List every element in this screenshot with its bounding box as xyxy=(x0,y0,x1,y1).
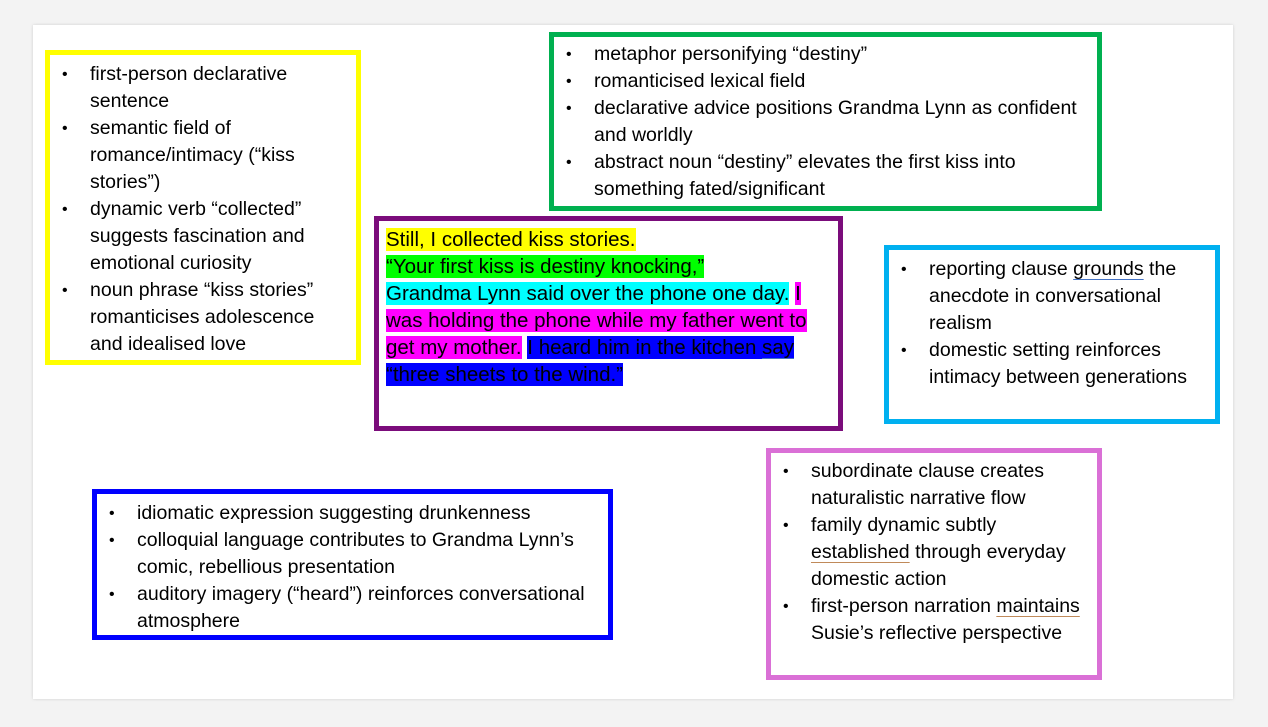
bullet-list: reporting clause grounds the anecdote in… xyxy=(889,256,1209,391)
bullet-text: reporting clause xyxy=(929,258,1074,280)
bullet-item: semantic field of romance/intimacy (“kis… xyxy=(50,115,350,196)
underlined-word: established xyxy=(811,541,910,563)
passage-sentence-5-start: I heard him in the kitchen xyxy=(527,336,763,359)
bullet-list: metaphor personifying “destiny” romantic… xyxy=(554,41,1091,203)
annotation-box-dark-blue: idiomatic expression suggesting drunkenn… xyxy=(92,489,613,640)
bullet-text: the anecdote in conversational realism xyxy=(929,258,1177,334)
underlined-word: grounds xyxy=(1073,258,1144,280)
bullet-item: romanticised lexical field xyxy=(554,68,1091,95)
annotation-box-light-blue: reporting clause grounds the anecdote in… xyxy=(884,245,1220,424)
bullet-item: metaphor personifying “destiny” xyxy=(554,41,1091,68)
bullet-text: first-person narration xyxy=(811,595,997,617)
passage-word-say: say xyxy=(762,336,794,359)
bullet-item: dynamic verb “collected” suggests fascin… xyxy=(50,196,350,277)
bullet-text: family dynamic subtly xyxy=(811,514,997,536)
underlined-word: maintains xyxy=(996,595,1080,617)
bullet-text: through everyday domestic action xyxy=(811,541,1066,590)
annotation-box-yellow: first-person declarative sentence semant… xyxy=(45,50,361,365)
passage-sentence-1: Still, I collected kiss stories. xyxy=(386,228,636,251)
bullet-item: first-person narration maintains Susie’s… xyxy=(771,593,1091,647)
bullet-item: first-person declarative sentence xyxy=(50,61,350,115)
bullet-list: first-person declarative sentence semant… xyxy=(50,61,350,358)
bullet-item: domestic setting reinforces intimacy bet… xyxy=(889,337,1209,391)
bullet-item: reporting clause grounds the anecdote in… xyxy=(889,256,1209,337)
bullet-item: family dynamic subtly established throug… xyxy=(771,512,1091,593)
bullet-item: declarative advice positions Grandma Lyn… xyxy=(554,95,1091,149)
bullet-text: Susie’s reflective perspective xyxy=(811,622,1063,644)
annotation-box-pink: subordinate clause creates naturalistic … xyxy=(766,448,1102,680)
bullet-item: colloquial language contributes to Grand… xyxy=(97,527,602,581)
bullet-item: noun phrase “kiss stories” romanticises … xyxy=(50,277,350,358)
source-passage-box: Still, I collected kiss stories. “Your f… xyxy=(374,216,843,431)
bullet-list: subordinate clause creates naturalistic … xyxy=(771,458,1091,647)
passage-sentence-2: “Your first kiss is destiny knocking,” xyxy=(386,255,705,278)
bullet-item: idiomatic expression suggesting drunkenn… xyxy=(97,500,602,527)
passage-sentence-5-end: “three sheets to the wind.” xyxy=(386,363,624,386)
passage-sentence-3: Grandma Lynn said over the phone one day… xyxy=(386,282,790,305)
bullet-item: subordinate clause creates naturalistic … xyxy=(771,458,1091,512)
annotation-box-green: metaphor personifying “destiny” romantic… xyxy=(549,32,1102,211)
bullet-list: idiomatic expression suggesting drunkenn… xyxy=(97,500,602,635)
bullet-item: abstract noun “destiny” elevates the fir… xyxy=(554,149,1091,203)
bullet-item: auditory imagery (“heard”) reinforces co… xyxy=(97,581,602,635)
